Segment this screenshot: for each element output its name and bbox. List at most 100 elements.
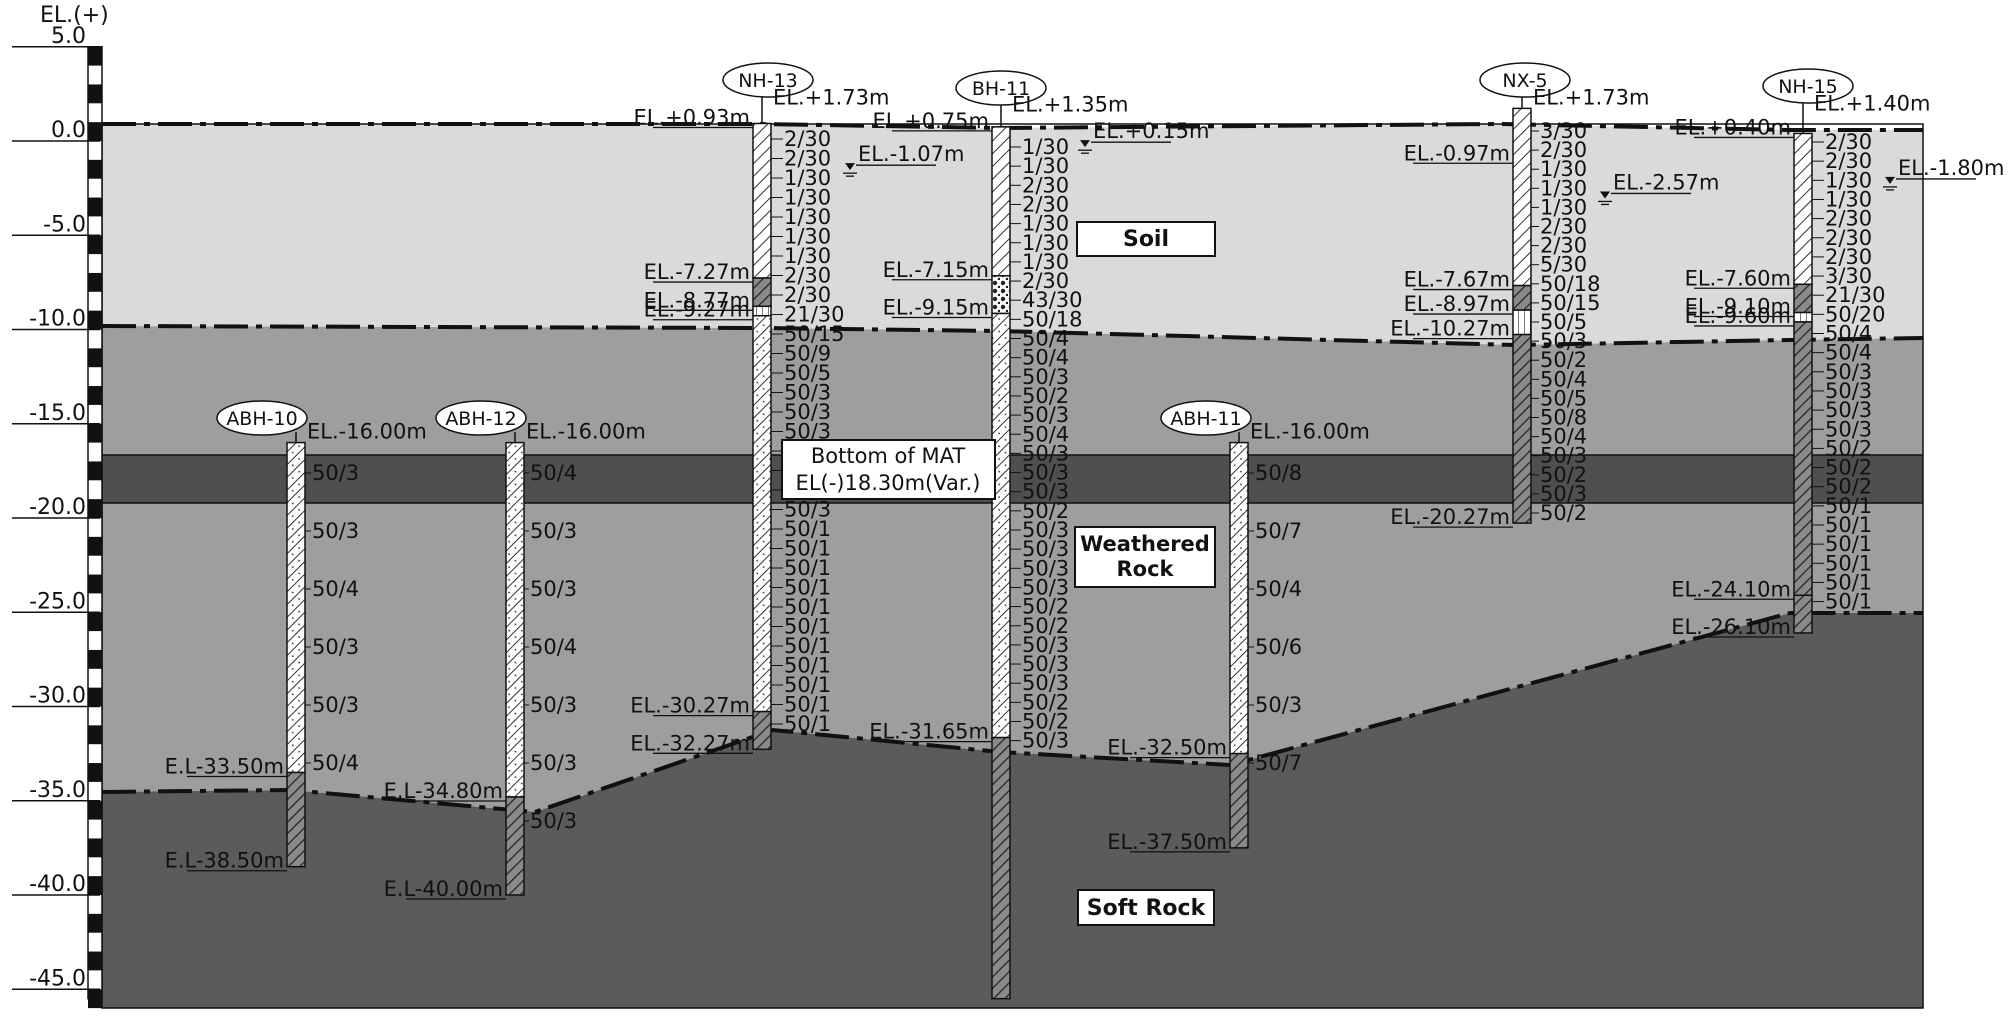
soft-rock-layer — [102, 613, 1923, 1008]
spt-value: 50/3 — [530, 809, 577, 833]
elevation-label: EL.-7.60m — [1685, 266, 1791, 290]
spt-value: 50/2 — [1825, 436, 1872, 460]
spt-value: 50/3 — [1022, 729, 1069, 753]
spt-value: 50/3 — [1022, 365, 1069, 389]
borehole-nx-5: NX-5EL.+1.73mEL.-0.97mEL.-7.67mEL.-8.97m… — [1390, 62, 1719, 529]
tick-label: -45.0 — [29, 966, 86, 991]
spt-value: 50/1 — [784, 537, 831, 561]
spt-value: 50/3 — [1022, 652, 1069, 676]
spt-value: 50/1 — [784, 693, 831, 717]
spt-value: 1/30 — [1022, 154, 1069, 178]
water-level-label: EL.-1.07m — [858, 142, 964, 166]
elevation-label: EL.-9.60m — [1685, 304, 1791, 328]
spt-value: 50/3 — [530, 693, 577, 717]
borehole-segment — [752, 314, 772, 713]
spt-value: 1/30 — [1540, 157, 1587, 181]
elevation-label: E.L-38.50m — [165, 849, 284, 873]
elevation-axis: EL.(+) 5.00.0-5.0-10.0-15.0-20.0-25.0-30… — [12, 3, 109, 1009]
spt-value: 50/2 — [1022, 384, 1069, 408]
spt-value: 50/9 — [784, 342, 831, 366]
spt-value: 50/2 — [1022, 690, 1069, 714]
soil-label: Soil — [1076, 221, 1216, 257]
ground-surface-line — [102, 121, 1923, 132]
elevation-label: EL.-8.97m — [1404, 292, 1510, 316]
ruler-segment — [88, 951, 102, 971]
weathered-softrock-boundary — [101, 611, 1923, 815]
water-level-icon — [1080, 140, 1090, 148]
svg-text:Soft Rock: Soft Rock — [1087, 896, 1207, 921]
spt-value: 2/30 — [1022, 192, 1069, 216]
borehole-segment — [1512, 309, 1532, 336]
spt-value: 50/3 — [1022, 461, 1069, 485]
elevation-label: EL.+0.40m — [1675, 115, 1791, 139]
elevation-label: EL.+0.75m — [873, 109, 989, 133]
borehole-name-bubble — [722, 62, 814, 98]
spt-value: 50/1 — [1825, 532, 1872, 556]
spt-value: 50/1 — [1825, 570, 1872, 594]
borehole-name-bubble — [1762, 68, 1854, 104]
borehole-segment — [752, 710, 772, 751]
elevation-label: EL.-30.27m — [630, 694, 750, 718]
borehole-name: ABH-10 — [226, 408, 297, 430]
tick-label: -30.0 — [29, 684, 86, 709]
spt-value: 50/18 — [1022, 307, 1083, 331]
layer-labels: Soil Weathered Rock Soft Rock Bottom of … — [781, 221, 1216, 926]
spt-value: 50/8 — [1255, 461, 1302, 485]
ruler-segment — [88, 800, 102, 820]
elevation-label: EL.-37.50m — [1107, 830, 1227, 854]
borehole-segment — [1512, 333, 1532, 524]
spt-value: 50/2 — [1540, 463, 1587, 487]
ruler-segment — [88, 84, 102, 104]
spt-value: 50/2 — [1022, 595, 1069, 619]
elevation-label: EL.-7.15m — [883, 258, 989, 282]
ruler-segment — [88, 989, 102, 1009]
tick-label: -25.0 — [29, 589, 86, 614]
ruler-segment — [88, 159, 102, 179]
spt-value: 50/4 — [1022, 346, 1069, 370]
spt-value: 50/8 — [1540, 406, 1587, 430]
spt-value: 50/5 — [784, 361, 831, 385]
ruler-segment — [88, 386, 102, 405]
spt-value: 50/3 — [1022, 518, 1069, 542]
borehole-segment — [752, 305, 772, 317]
svg-text:Bottom of MAT: Bottom of MAT — [811, 444, 965, 468]
spt-value: 1/30 — [784, 186, 831, 210]
ruler-segment — [88, 725, 102, 745]
borehole-segment — [752, 277, 772, 308]
spt-value: 50/2 — [1540, 348, 1587, 372]
ruler-segment — [88, 46, 102, 66]
spt-value: 5/30 — [1540, 253, 1587, 277]
spt-value: 50/5 — [1540, 310, 1587, 334]
spt-value: 2/30 — [1540, 138, 1587, 162]
ruler-segment — [88, 838, 102, 858]
elevation-label: EL.-0.97m — [1404, 141, 1510, 165]
spt-value: 50/4 — [1540, 367, 1587, 391]
spt-value: 3/30 — [1540, 119, 1587, 143]
spt-value: 2/30 — [1540, 215, 1587, 239]
spt-value: 2/30 — [1022, 269, 1069, 293]
boreholes: NH-13EL.+1.73mEL.+0.93mEL.-7.27mEL.-8.77… — [165, 62, 2004, 1000]
ruler-segment — [88, 913, 102, 933]
water-level-icon — [1600, 191, 1610, 199]
borehole-top-label: EL.+1.73m — [773, 85, 889, 109]
spt-value: 1/30 — [784, 205, 831, 229]
spt-value: 50/3 — [1022, 556, 1069, 580]
svg-text:Soil: Soil — [1123, 227, 1169, 252]
spt-value: 50/1 — [1825, 494, 1872, 518]
borehole-abh-10: ABH-10EL.-16.00mE.L-33.50mE.L-38.50m50/3… — [165, 400, 427, 873]
spt-value: 50/1 — [784, 634, 831, 658]
borehole-name-bubble — [435, 400, 527, 436]
spt-value: 21/30 — [1825, 283, 1886, 307]
spt-value: 1/30 — [1022, 250, 1069, 274]
spt-value: 50/3 — [784, 498, 831, 522]
borehole-nh-15: NH-15EL.+1.40mEL.+0.40mEL.-7.60mEL.-9.10… — [1671, 68, 2004, 639]
ruler-segment — [88, 272, 102, 292]
ruler-segment — [88, 763, 102, 782]
borehole-segment — [1229, 752, 1249, 849]
weathered-rock-layer — [102, 326, 1923, 812]
borehole-top-label: EL.+1.35m — [1012, 93, 1128, 117]
spt-value: 2/30 — [1825, 149, 1872, 173]
borehole-segment — [991, 126, 1011, 277]
spt-value: 50/3 — [1022, 575, 1069, 599]
